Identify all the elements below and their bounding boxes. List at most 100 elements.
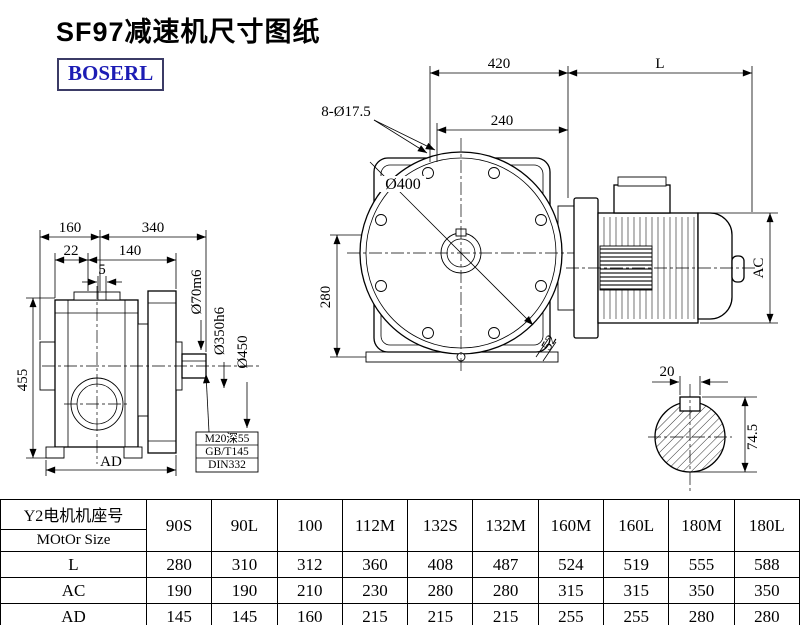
column-header: 160L [603,499,670,552]
table-header-en: MOtOr Size [36,532,111,548]
row-label: AC [0,577,147,604]
table-cell: 280 [668,603,735,625]
fan-cap [731,255,745,283]
table-row-ac: AC 190 190 210 230 280 280 315 315 350 3… [0,577,800,604]
column-header: 90L [211,499,278,552]
dim-label-420: 420 [488,56,511,72]
neck [137,323,149,417]
table-cell: 215 [341,603,409,625]
table-cell: 555 [668,551,735,578]
bolt-hole [422,167,434,179]
table-cell: 310 [211,551,278,578]
dim-label-spigot-dia: Ø350h6 [212,306,228,355]
side-centerlines [42,286,262,464]
body-detail-lines [55,300,138,447]
table-cell: 215 [407,603,474,625]
dim-label-280: 280 [318,286,334,309]
table-cell: 230 [341,577,409,604]
dim-label-140: 140 [119,243,142,259]
dim-label-20: 20 [660,364,675,380]
dim-line-ac [700,212,778,324]
table-cell: 145 [211,603,278,625]
table-cell: 255 [603,603,670,625]
dim-line-74-5 [694,396,757,473]
table-cell: 280 [145,551,213,578]
dim-line-52 [535,337,557,362]
table-cell: 312 [276,551,343,578]
row-label: AD [0,603,147,625]
side-view: 160 340 22 140 5 455 [15,220,262,476]
note-gb: GB/T145 [205,446,249,458]
table-cell: 360 [341,551,409,578]
front-view: Ø400 420 L 240 8-Ø17.5 280 [318,56,753,374]
dim-label-bolt-holes: 8-Ø17.5 [321,104,371,120]
output-flange [147,290,177,454]
row-label: L [0,551,147,578]
shaft-section: 20 74.5 [648,364,761,494]
motor-size-table: Y2电机机座号 MOtOr Size 90S 90L 100 112M 132S… [0,499,800,625]
table-cell: 160 [276,603,343,625]
table-cell: 210 [276,577,343,604]
dim-line-ad [45,455,177,476]
table-row-l: L 280 310 312 360 408 487 524 519 555 58… [0,551,800,578]
table-cell: 280 [472,577,539,604]
dim-line-5 [82,276,122,300]
dim-label-74-5: 74.5 [745,424,761,450]
terminal-box-lid [617,176,667,187]
bolt-hole [375,280,387,292]
table-cell: 190 [211,577,278,604]
table-row-ad: AD 145 145 160 215 215 215 255 255 280 2… [0,603,800,625]
dim-label-flange-dia: Ø450 [235,335,251,368]
bolt-hole [422,327,434,339]
column-header: 180M [668,499,735,552]
column-header: 160M [537,499,605,552]
bolt-hole [488,167,500,179]
tapped-hole-note: M20深55 GB/T145 DIN332 [195,373,259,473]
dim-label-455: 455 [15,369,31,392]
dim-label-22: 22 [64,243,79,259]
table-corner-cell: Y2电机机座号 MOtOr Size [0,499,147,552]
table-cell: 215 [472,603,539,625]
dim-label-ad: AD [100,454,122,470]
bolt-hole-callout-leaders [373,119,436,154]
column-header: 100 [276,499,343,552]
column-header: 90S [145,499,213,552]
table-cell: 519 [603,551,670,578]
bolt-holes [375,167,547,339]
section-centerlines [648,384,732,494]
table-cell: 408 [407,551,474,578]
terminal-box [613,184,671,214]
dim-label-l: L [655,56,664,72]
table-cell: 255 [537,603,605,625]
dim-label-5: 5 [98,262,106,278]
drawing-canvas: 160 340 22 140 5 455 [15,56,778,494]
column-header: 132S [407,499,474,552]
column-header: 132M [472,499,539,552]
dim-label-240: 240 [491,113,514,129]
column-header: 112M [341,499,409,552]
motor-end-bell [697,212,733,320]
note-m20: M20深55 [205,431,250,445]
dia400-leader [369,161,534,326]
bolt-hole [535,280,547,292]
page-title: SF97减速机尺寸图纸 [56,17,321,47]
table-cell: 588 [733,551,800,578]
table-cell: 524 [537,551,605,578]
table-cell: 350 [668,577,735,604]
table-cell: 280 [407,577,474,604]
table-header-cn: Y2电机机座号 [1,500,146,530]
dim-label-dia400: Ø400 [385,176,421,193]
dim-line-20 [652,376,728,395]
dim-label-shaft-dia: Ø70m6 [189,269,205,315]
bolt-hole [488,327,500,339]
dim-line-455 [26,297,64,459]
dim-line-280 [330,234,366,358]
top-extension-lines [429,66,753,212]
foot-left [45,446,65,459]
column-header: 180L [733,499,800,552]
dim-label-52: 52 [539,333,560,354]
dim-label-340: 340 [142,220,165,236]
table-cell: 315 [603,577,670,604]
table-cell: 487 [472,551,539,578]
